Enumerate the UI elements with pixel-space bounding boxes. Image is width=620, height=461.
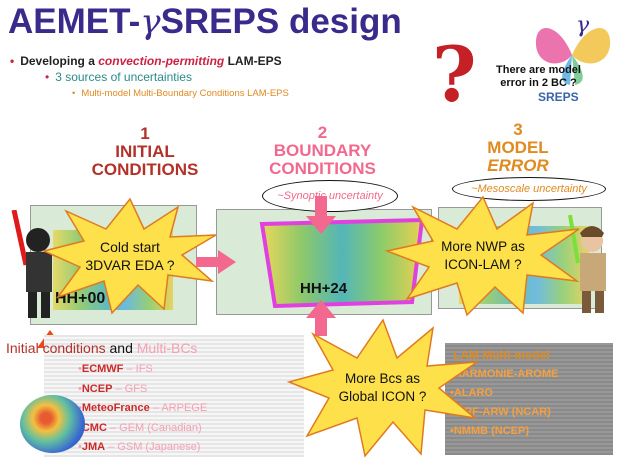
burst-nwp-line2: ICON-LAM ? [444, 257, 522, 272]
villain-figure-image [11, 210, 52, 318]
source-item: •JMA – GSM (Japanese) [78, 441, 201, 453]
bullet1-highlight: convection-permitting [98, 54, 225, 68]
mesoscale-uncertainty-ellipse: ~Mesoscale uncertainty [452, 177, 606, 201]
synoptic-uncertainty-ellipse: ~Synoptic uncertainty [262, 180, 398, 212]
source-item: •NCEP – GFS [78, 382, 148, 395]
bullet-level3: •Multi-model Multi-Boundary Conditions L… [72, 88, 289, 99]
heading3-line2: ERROR [487, 156, 549, 175]
source-item: •CMC – GEM (Canadian) [78, 421, 202, 434]
lam-item: •NMMB (NCEP) [450, 425, 530, 437]
title-gamma: γ [140, 2, 161, 42]
bullet3-text: Multi-model Multi-Boundary Conditions LA… [81, 88, 289, 99]
heading2-number: 2 [317, 123, 328, 142]
burst-bcs-line1: More Bcs as [344, 371, 420, 386]
heading3-number: 3 [513, 120, 523, 139]
source-item: •ECMWF – IFS [78, 363, 153, 375]
label-hh24: HH+24 [300, 280, 348, 297]
lam-list: •HARMONIE-AROME •ALARO •WRF-ARW (NCAR) •… [450, 365, 558, 441]
question-line2: error in 2 BC ? [500, 77, 577, 89]
burst-more-nwp: More NWP as ICON-LAM ? [383, 195, 583, 317]
jedi-figure-image [568, 215, 606, 313]
lam-item: •WRF-ARW (NCAR) [450, 406, 551, 418]
sources-panel [44, 335, 304, 457]
burst-cold-line2: 3DVAR EDA ? [85, 257, 175, 273]
heading1-line2: CONDITIONS [91, 160, 199, 179]
ic-heading-mb: Multi-BCs [136, 340, 198, 356]
arrow-up-boundary [306, 300, 336, 336]
burst-cold-line1: Cold start [100, 239, 160, 255]
question-line1: There are model [496, 64, 581, 76]
arrow-right-initial [196, 250, 236, 274]
slide-title: AEMET-γSREPS design [8, 2, 402, 42]
logo-gamma: γ [576, 13, 590, 38]
lam-title: LAM Multi-model [453, 348, 550, 362]
arrow-down-boundary [306, 196, 336, 234]
heading1-number: 1 [140, 124, 150, 143]
bullet1-post: LAM-EPS [224, 54, 282, 68]
question-mark-icon: ? [432, 30, 477, 119]
ic-heading-and: and [105, 340, 137, 356]
title-suffix: SREPS design [160, 2, 402, 41]
heading1-line1: INITIAL [115, 142, 175, 161]
title-prefix: AEMET- [8, 2, 141, 41]
logo-text: SREPS [538, 90, 579, 104]
burst-bcs-line2: Global ICON ? [338, 389, 427, 404]
bullet-level2: •3 sources of uncertainties [45, 70, 192, 84]
sources-list: •ECMWF – IFS •NCEP – GFS •MeteoFrance – … [78, 360, 207, 458]
heading2-line1: BOUNDARY [273, 141, 372, 160]
gamma-sreps-logo: γ [535, 13, 611, 85]
burst-nwp-line1: More NWP as [441, 239, 525, 254]
lam-item: •HARMONIE-AROME [450, 368, 559, 380]
burst-cold-start: Cold start 3DVAR EDA ? [40, 197, 220, 315]
bullet1-pre: Developing a [20, 54, 99, 68]
globe-image [20, 395, 85, 453]
heading2-line2: CONDITIONS [269, 159, 376, 178]
bullet-level1: •Developing a convection-permitting LAM-… [10, 54, 282, 68]
ic-heading-pre: Initial conditions [6, 340, 106, 356]
ic-heading: Initial conditions and Multi-BCs [6, 340, 197, 356]
burst-more-bcs: More Bcs as Global ICON ? [285, 318, 480, 458]
lam-item: •ALARO [450, 387, 493, 399]
bullet2-text: 3 sources of uncertainties [55, 70, 192, 84]
heading3-line1: MODEL [487, 138, 549, 157]
source-item: •MeteoFrance – ARPEGE [78, 402, 208, 414]
